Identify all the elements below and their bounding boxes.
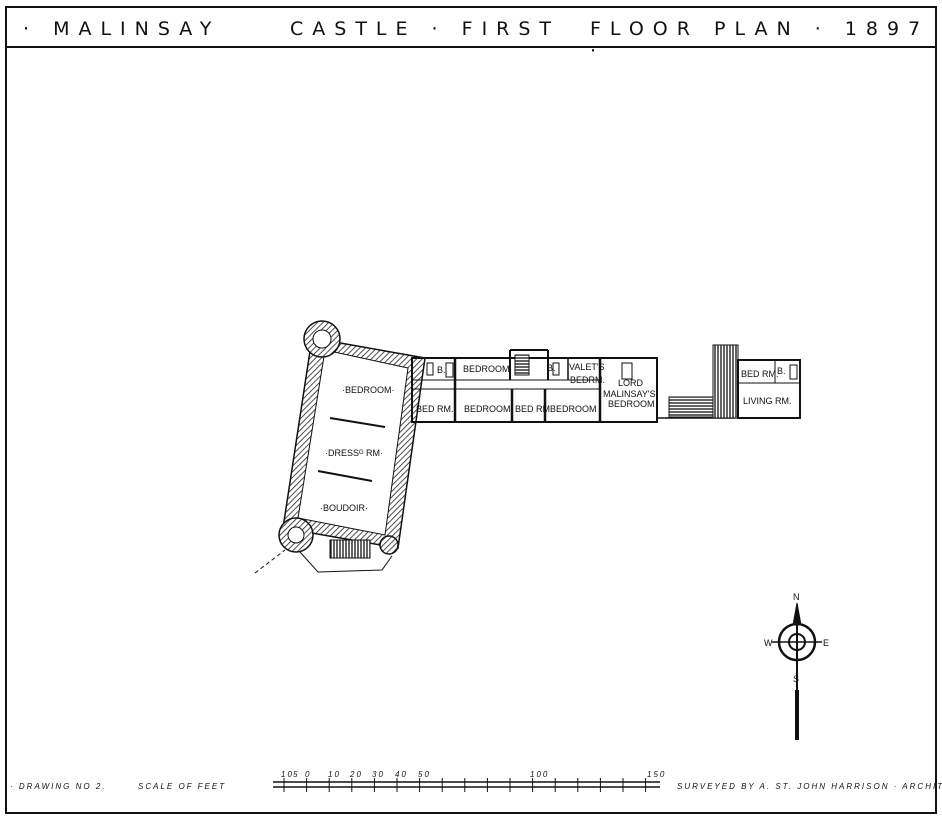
room-label-living-rm: LIVING RM. — [743, 396, 792, 406]
room-label-lord-3: BEDROOM — [608, 399, 655, 409]
scale-bar — [273, 778, 660, 792]
room-label-bed-rm: BED RM. — [416, 404, 454, 414]
room-label-valets-2: BEDRM. — [570, 375, 605, 385]
compass-s: S — [793, 674, 799, 684]
entrance-steps — [329, 539, 371, 559]
main-wing — [411, 349, 658, 423]
scale-tick-30: 30 — [372, 770, 385, 779]
room-label-bedroom-top: BEDROOM — [463, 364, 510, 374]
compass-w: W — [764, 638, 773, 648]
bath-label-1: B. — [437, 365, 446, 375]
room-label-lord-1: LORD — [618, 378, 644, 388]
stair-tower — [712, 344, 739, 419]
room-label-dressing-room: ·DRESSᴳ RM· — [325, 448, 383, 458]
scale-tick-10b: 10 — [328, 770, 341, 779]
turret-se — [379, 535, 399, 555]
scale-tick-0: 0 — [305, 770, 311, 779]
drawing-frame — [5, 6, 937, 814]
compass-e: E — [823, 638, 829, 648]
annex — [657, 344, 801, 419]
room-label-bedroom-3: BEDROOM — [550, 404, 597, 414]
title-left: · MALINSAY — [23, 18, 221, 40]
tower-block — [254, 320, 426, 574]
title-center: CASTLE · FIRST — [290, 18, 561, 40]
terrace — [668, 396, 714, 418]
scale-label: SCALE OF FEET — [138, 782, 226, 791]
surveyor-credit: SURVEYED BY A. ST. JOHN HARRISON · ARCHI… — [677, 782, 942, 791]
title-right: FLOOR PLAN · 1897 · — [590, 18, 930, 62]
room-label-boudoir: ·BOUDOIR· — [320, 503, 368, 513]
scale-tick-40: 40 — [395, 770, 408, 779]
room-label-bedroom: BEDROOM — [464, 404, 511, 414]
scale-tick-10: 10 — [281, 770, 294, 779]
title-bar: · MALINSAY CASTLE · FIRST FLOOR PLAN · 1… — [5, 6, 935, 62]
scale-tick-100: 100 — [530, 770, 549, 779]
scale-tick-20: 20 — [349, 770, 363, 779]
compass-rose — [772, 602, 822, 740]
bath-label-3: B. — [777, 366, 786, 376]
room-label-bedroom-tower: ·BEDROOM· — [342, 385, 395, 395]
room-label-valets-1: VALET'S — [569, 362, 605, 372]
compass-n: N — [793, 592, 800, 602]
room-label-lord-2: MALINSAY'S — [603, 389, 656, 399]
scale-tick-5: 5 — [293, 770, 299, 779]
scale-tick-150: 150 — [647, 770, 666, 779]
scale-tick-50: 50 — [418, 770, 431, 779]
bath-label-2: B. — [547, 363, 556, 373]
drawing-number: · DRAWING NO 2. — [10, 782, 107, 791]
room-label-bed-rm-annex: BED RM. — [741, 369, 779, 379]
room-label-bed-rm-small: BED RM. — [515, 404, 553, 414]
